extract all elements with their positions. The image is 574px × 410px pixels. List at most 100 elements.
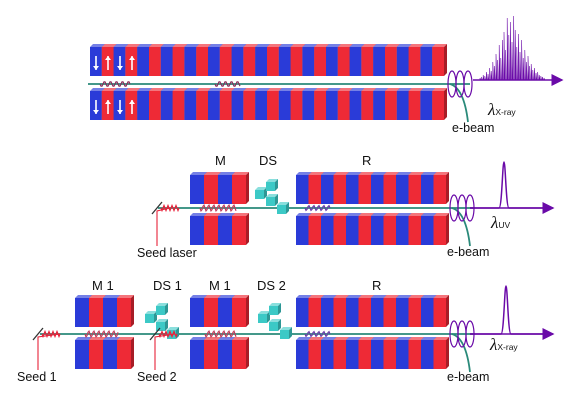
magnet-block — [184, 47, 197, 76]
chicane-cube-top — [156, 303, 168, 306]
sase-ebeam-dump — [449, 83, 469, 123]
magnet-block — [218, 175, 232, 204]
magnet-block — [232, 216, 246, 245]
magnet-top-face — [314, 88, 329, 91]
magnet-block — [308, 216, 321, 245]
chicane-cube-front — [277, 205, 286, 214]
magnet-block — [296, 340, 309, 369]
magnet-block — [321, 340, 334, 369]
magnet-top-face — [125, 44, 141, 47]
magnet-top-face — [296, 172, 312, 175]
magnet-block — [103, 298, 117, 327]
magnet-block — [396, 216, 409, 245]
chicane-cube-side — [275, 194, 278, 206]
magnet-top-face — [432, 88, 447, 91]
magnet-top-face — [408, 44, 424, 47]
magnet-top-face — [208, 88, 223, 91]
magnet-block — [408, 298, 421, 327]
sase-seed-ripple-2 — [214, 81, 241, 87]
magnet-top-face — [172, 44, 188, 47]
sase-wavelength-label: λX-ray — [488, 100, 516, 119]
magnet-block — [433, 340, 446, 369]
magnet-block — [75, 298, 89, 327]
magnet-top-face — [346, 295, 362, 298]
polarity-arrow-head — [117, 110, 123, 114]
magnet-block — [433, 175, 446, 204]
magnet-block — [218, 298, 232, 327]
magnet-block — [255, 47, 267, 76]
magnet-top-face — [255, 88, 270, 91]
magnet-top-face — [190, 172, 207, 175]
sase-seed-ripple-1 — [99, 81, 131, 87]
magnet-block — [420, 91, 433, 120]
magnet-top-face — [278, 44, 294, 47]
magnet-top-face — [101, 88, 117, 91]
magnet-top-face — [432, 44, 447, 47]
echo-seed-1 — [32, 327, 61, 370]
magnet-top-face — [113, 88, 129, 91]
magnet-top-face — [361, 88, 377, 91]
magnet-block — [204, 340, 218, 369]
polarity-arrow-head — [105, 56, 111, 60]
magnet-top-face — [321, 295, 337, 298]
chicane-cube-top — [266, 194, 278, 197]
magnet-block — [190, 298, 204, 327]
seed-mirror — [151, 201, 163, 215]
magnet-top-face — [219, 44, 235, 47]
chicane-cube-top — [277, 202, 289, 205]
magnet-block — [408, 47, 421, 76]
echo-seed-2-wave — [158, 329, 178, 339]
chicane-cube-top — [167, 327, 179, 330]
seed-laser-path — [154, 333, 176, 370]
magnet-block — [290, 47, 303, 76]
magnet-top-face — [373, 44, 388, 47]
chicane-cube-top — [258, 311, 270, 314]
magnet-block — [396, 340, 409, 369]
magnet-top-face — [358, 213, 374, 216]
echo-modulator2-top — [190, 295, 249, 327]
polarity-arrow-head — [129, 100, 135, 104]
magnet-block — [190, 216, 204, 245]
echo-ebeam-dump — [451, 333, 471, 373]
magnet-top-face — [231, 88, 247, 91]
chicane-cube-front — [255, 190, 264, 199]
magnet-block — [89, 340, 103, 369]
magnet-block — [204, 216, 218, 245]
magnet-side-face — [246, 172, 249, 204]
hghg-radiator-top — [296, 172, 449, 204]
chicane-cube-front — [280, 330, 289, 339]
magnet-top-face — [326, 44, 341, 47]
magnet-top-face — [302, 44, 318, 47]
magnet-block — [358, 340, 371, 369]
magnet-block — [218, 216, 232, 245]
magnet-top-face — [396, 88, 412, 91]
magnet-top-face — [385, 88, 400, 91]
magnet-side-face — [446, 172, 449, 204]
magnet-top-face — [125, 88, 141, 91]
chicane-cube-front — [156, 322, 165, 331]
magnet-top-face — [408, 213, 424, 216]
magnet-block — [326, 91, 338, 120]
magnet-block — [421, 216, 434, 245]
magnet-top-face — [218, 172, 235, 175]
magnet-block — [218, 340, 232, 369]
chicane-cube-top — [266, 179, 278, 182]
magnet-top-face — [208, 44, 223, 47]
magnet-top-face — [358, 172, 374, 175]
magnet-block — [432, 91, 444, 120]
magnet-block — [208, 47, 220, 76]
magnet-block — [267, 47, 279, 76]
magnet-top-face — [204, 337, 221, 340]
chicane-cube-side — [165, 303, 168, 315]
chicane-cube-front — [145, 314, 154, 323]
magnet-top-face — [308, 213, 324, 216]
magnet-block — [190, 175, 204, 204]
sase-undulator-bottom — [90, 88, 447, 120]
echo-wavelength-label: λX-ray — [490, 335, 518, 354]
magnet-block — [408, 91, 421, 120]
spectrum-narrow-peak — [470, 161, 550, 209]
magnet-top-face — [383, 295, 399, 298]
magnet-top-face — [302, 88, 318, 91]
hghg-chicane-cube-2 — [266, 179, 278, 191]
chicane-cube-side — [278, 303, 281, 315]
